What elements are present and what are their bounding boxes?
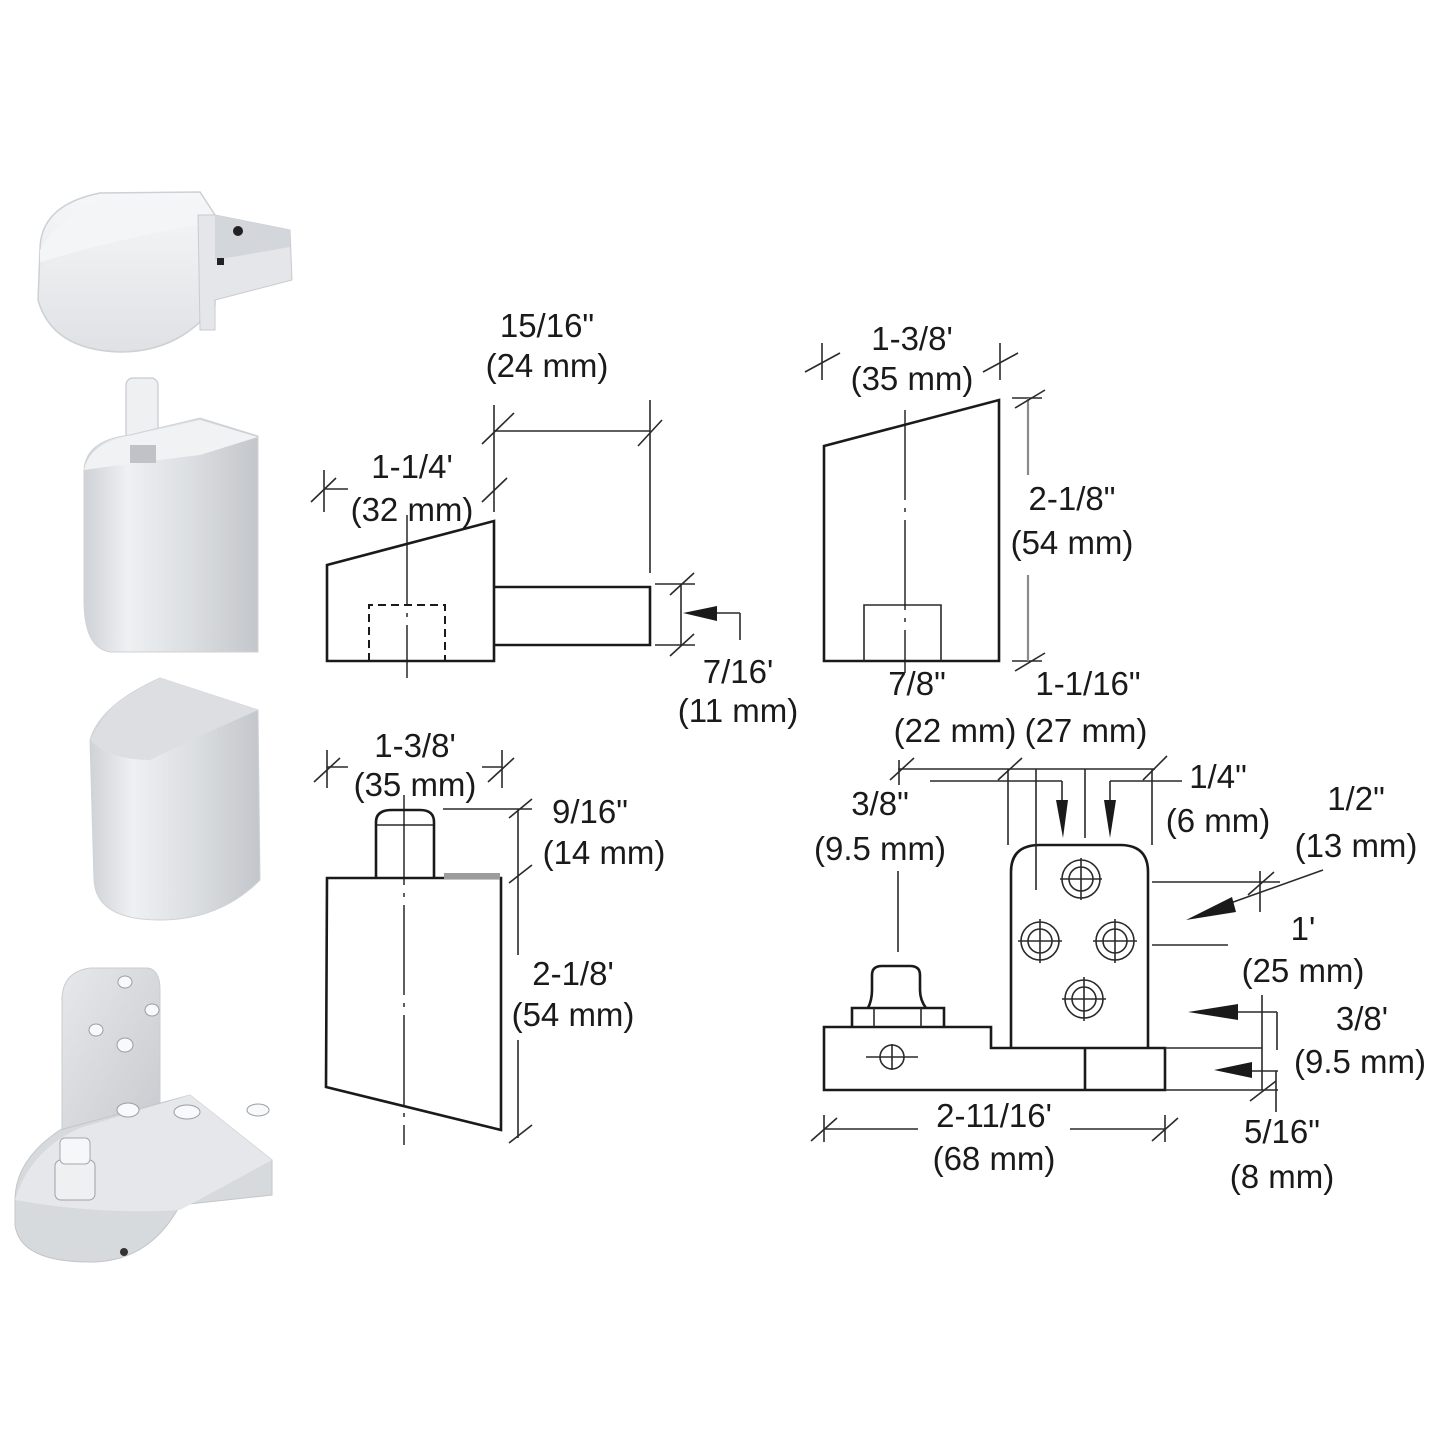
dim-cover-width-metric: (35 mm)	[354, 766, 477, 803]
dim-overall-length-metric: (68 mm)	[933, 1140, 1056, 1177]
dim-pin-height-imperial: 9/16"	[552, 793, 628, 830]
view-top-pivot-side: 1-1/4' (32 mm) 15/16" (24 mm) 7/16' (11 …	[310, 307, 798, 729]
view-bottom-bracket: 7/8" (22 mm) 1-1/16" (27 mm) 1/4" (6 mm)…	[810, 665, 1426, 1195]
dim-offset-b-metric: (27 mm)	[1025, 712, 1148, 749]
dim-overall-length-imperial: 2-11/16'	[936, 1097, 1052, 1134]
dim-front-width-metric: (35 mm)	[851, 360, 974, 397]
dim-offset-a-metric: (22 mm)	[894, 712, 1017, 749]
dim-arm-height-imperial: 7/16'	[703, 653, 774, 690]
dim-arm-length-imperial: 15/16"	[500, 307, 594, 344]
dim-top-hole-metric: (13 mm)	[1295, 827, 1418, 864]
view-bottom-cover: 1-3/8' (35 mm) 9/16" (14 mm) 2-1/8' (54 …	[313, 727, 666, 1145]
photo-top-pivot-cap	[37, 191, 293, 353]
dim-hole-inset-metric: (6 mm)	[1166, 802, 1270, 839]
dim-body-width-metric: (32 mm)	[351, 491, 474, 528]
dim-arm-length-metric: (24 mm)	[486, 347, 609, 384]
dim-offset-b-imperial: 1-1/16"	[1035, 665, 1140, 702]
dim-pin-dia-imperial: 3/8"	[851, 785, 909, 822]
dim-cover-height-metric: (54 mm)	[512, 996, 635, 1033]
view-top-pivot-front: 1-3/8' (35 mm) 2-1/8" (54 mm)	[804, 320, 1134, 673]
dim-cover-width-imperial: 1-3/8'	[374, 727, 456, 764]
dim-plate-height-imperial: 3/8'	[1336, 1000, 1388, 1037]
dim-plate-height-metric: (9.5 mm)	[1294, 1043, 1426, 1080]
dim-hole-spacing-imperial: 1'	[1291, 910, 1316, 947]
photo-top-pivot-body	[83, 377, 259, 653]
photo-bottom-pivot-cover	[89, 677, 261, 921]
photo-bottom-pivot-bracket	[14, 967, 273, 1263]
bracket-holes	[866, 858, 1137, 1070]
dim-base-offset-metric: (8 mm)	[1230, 1158, 1334, 1195]
dim-cover-height-imperial: 2-1/8'	[532, 955, 614, 992]
dim-front-height-metric: (54 mm)	[1011, 524, 1134, 561]
dim-arm-height-metric: (11 mm)	[678, 692, 798, 729]
dim-body-width-imperial: 1-1/4'	[371, 448, 453, 485]
dim-pin-height-metric: (14 mm)	[543, 834, 666, 871]
dim-pin-dia-metric: (9.5 mm)	[814, 830, 946, 867]
dim-top-hole-imperial: 1/2"	[1327, 780, 1385, 817]
dim-front-height-imperial: 2-1/8"	[1029, 480, 1116, 517]
dim-hole-inset-imperial: 1/4"	[1189, 758, 1247, 795]
dim-offset-a-imperial: 7/8"	[888, 665, 946, 702]
dim-hole-spacing-metric: (25 mm)	[1242, 952, 1365, 989]
dim-base-offset-imperial: 5/16"	[1244, 1113, 1320, 1150]
dim-front-width-imperial: 1-3/8'	[871, 320, 953, 357]
